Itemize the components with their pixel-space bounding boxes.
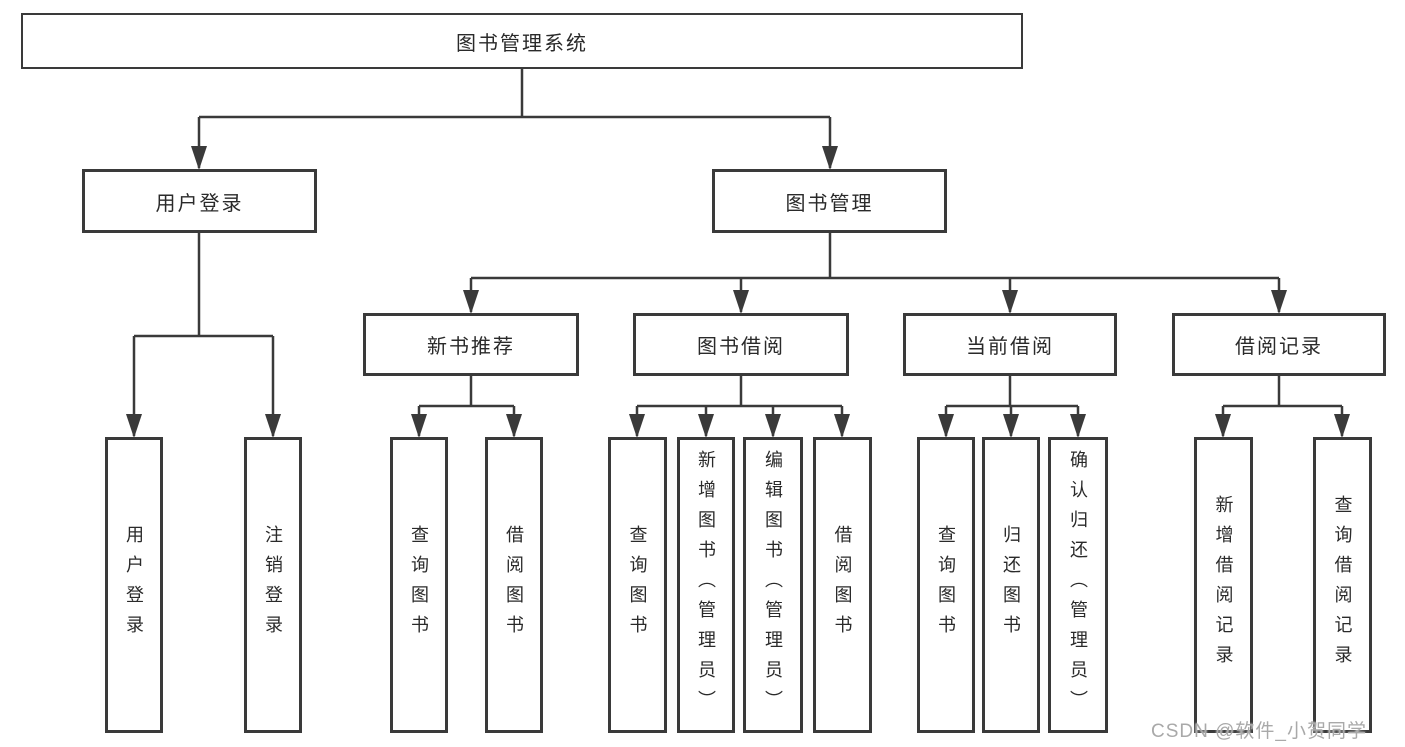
leaf-bb-borrow-books: 借阅图书: [813, 437, 872, 733]
node-new-book-recommend-label: 新书推荐: [427, 336, 515, 358]
leaf-user-login-label: 用户登录: [124, 525, 144, 645]
node-book-borrowing: 图书借阅: [633, 313, 849, 376]
leaf-logout-label: 注销登录: [263, 525, 283, 645]
node-user-login: 用户登录: [82, 169, 317, 233]
leaf-bb-add-books-admin-label: 新增图书（管理员）: [696, 450, 716, 720]
connector-current-to-leaves: [944, 376, 1080, 436]
connector-userlogin-to-leaves: [132, 233, 275, 436]
leaf-br-add-borrow-record-label: 新增借阅记录: [1213, 495, 1234, 675]
leaf-bb-add-books-admin: 新增图书（管理员）: [677, 437, 735, 733]
leaf-logout: 注销登录: [244, 437, 302, 733]
node-book-management: 图书管理: [712, 169, 947, 233]
node-current-borrowing: 当前借阅: [903, 313, 1117, 376]
connector-borrowing-to-leaves: [635, 376, 844, 436]
leaf-cb-query-books-label: 查询图书: [936, 525, 956, 645]
leaf-cb-query-books: 查询图书: [917, 437, 975, 733]
node-root-label: 图书管理系统: [456, 32, 588, 55]
leaf-br-query-borrow-record: 查询借阅记录: [1313, 437, 1372, 733]
node-book-management-label: 图书管理: [785, 192, 874, 215]
leaf-bb-query-books: 查询图书: [608, 437, 667, 733]
leaf-user-login: 用户登录: [105, 437, 163, 733]
leaf-bb-edit-books-admin-label: 编辑图书（管理员）: [763, 450, 783, 720]
leaf-bb-borrow-books-label: 借阅图书: [832, 525, 853, 645]
node-borrow-records: 借阅记录: [1172, 313, 1386, 376]
leaf-br-add-borrow-record: 新增借阅记录: [1194, 437, 1253, 733]
leaf-nbr-borrow-books: 借阅图书: [485, 437, 543, 733]
leaf-nbr-borrow-books-label: 借阅图书: [504, 525, 524, 645]
connector-bookmgmt-to-level3: [469, 233, 1281, 312]
leaf-bb-query-books-label: 查询图书: [627, 525, 648, 645]
connector-newbook-to-leaves: [417, 376, 516, 436]
leaf-bb-edit-books-admin: 编辑图书（管理员）: [743, 437, 803, 733]
leaf-cb-confirm-return-admin: 确认归还（管理员）: [1048, 437, 1108, 733]
leaf-cb-return-books: 归还图书: [982, 437, 1040, 733]
leaf-nbr-query-books-label: 查询图书: [409, 525, 429, 645]
leaf-br-query-borrow-record-label: 查询借阅记录: [1332, 495, 1353, 675]
node-borrow-records-label: 借阅记录: [1235, 336, 1323, 358]
connector-root-to-level2: [197, 69, 832, 168]
node-book-borrowing-label: 图书借阅: [697, 336, 785, 358]
leaf-cb-confirm-return-admin-label: 确认归还（管理员）: [1068, 450, 1088, 720]
node-new-book-recommend: 新书推荐: [363, 313, 579, 376]
leaf-cb-return-books-label: 归还图书: [1001, 525, 1021, 645]
node-current-borrowing-label: 当前借阅: [966, 336, 1054, 358]
node-user-login-label: 用户登录: [155, 192, 244, 215]
leaf-nbr-query-books: 查询图书: [390, 437, 448, 733]
node-root-system: 图书管理系统: [21, 13, 1023, 69]
csdn-watermark: CSDN @软件_小贺同学: [1151, 721, 1367, 742]
connector-records-to-leaves: [1221, 376, 1344, 436]
